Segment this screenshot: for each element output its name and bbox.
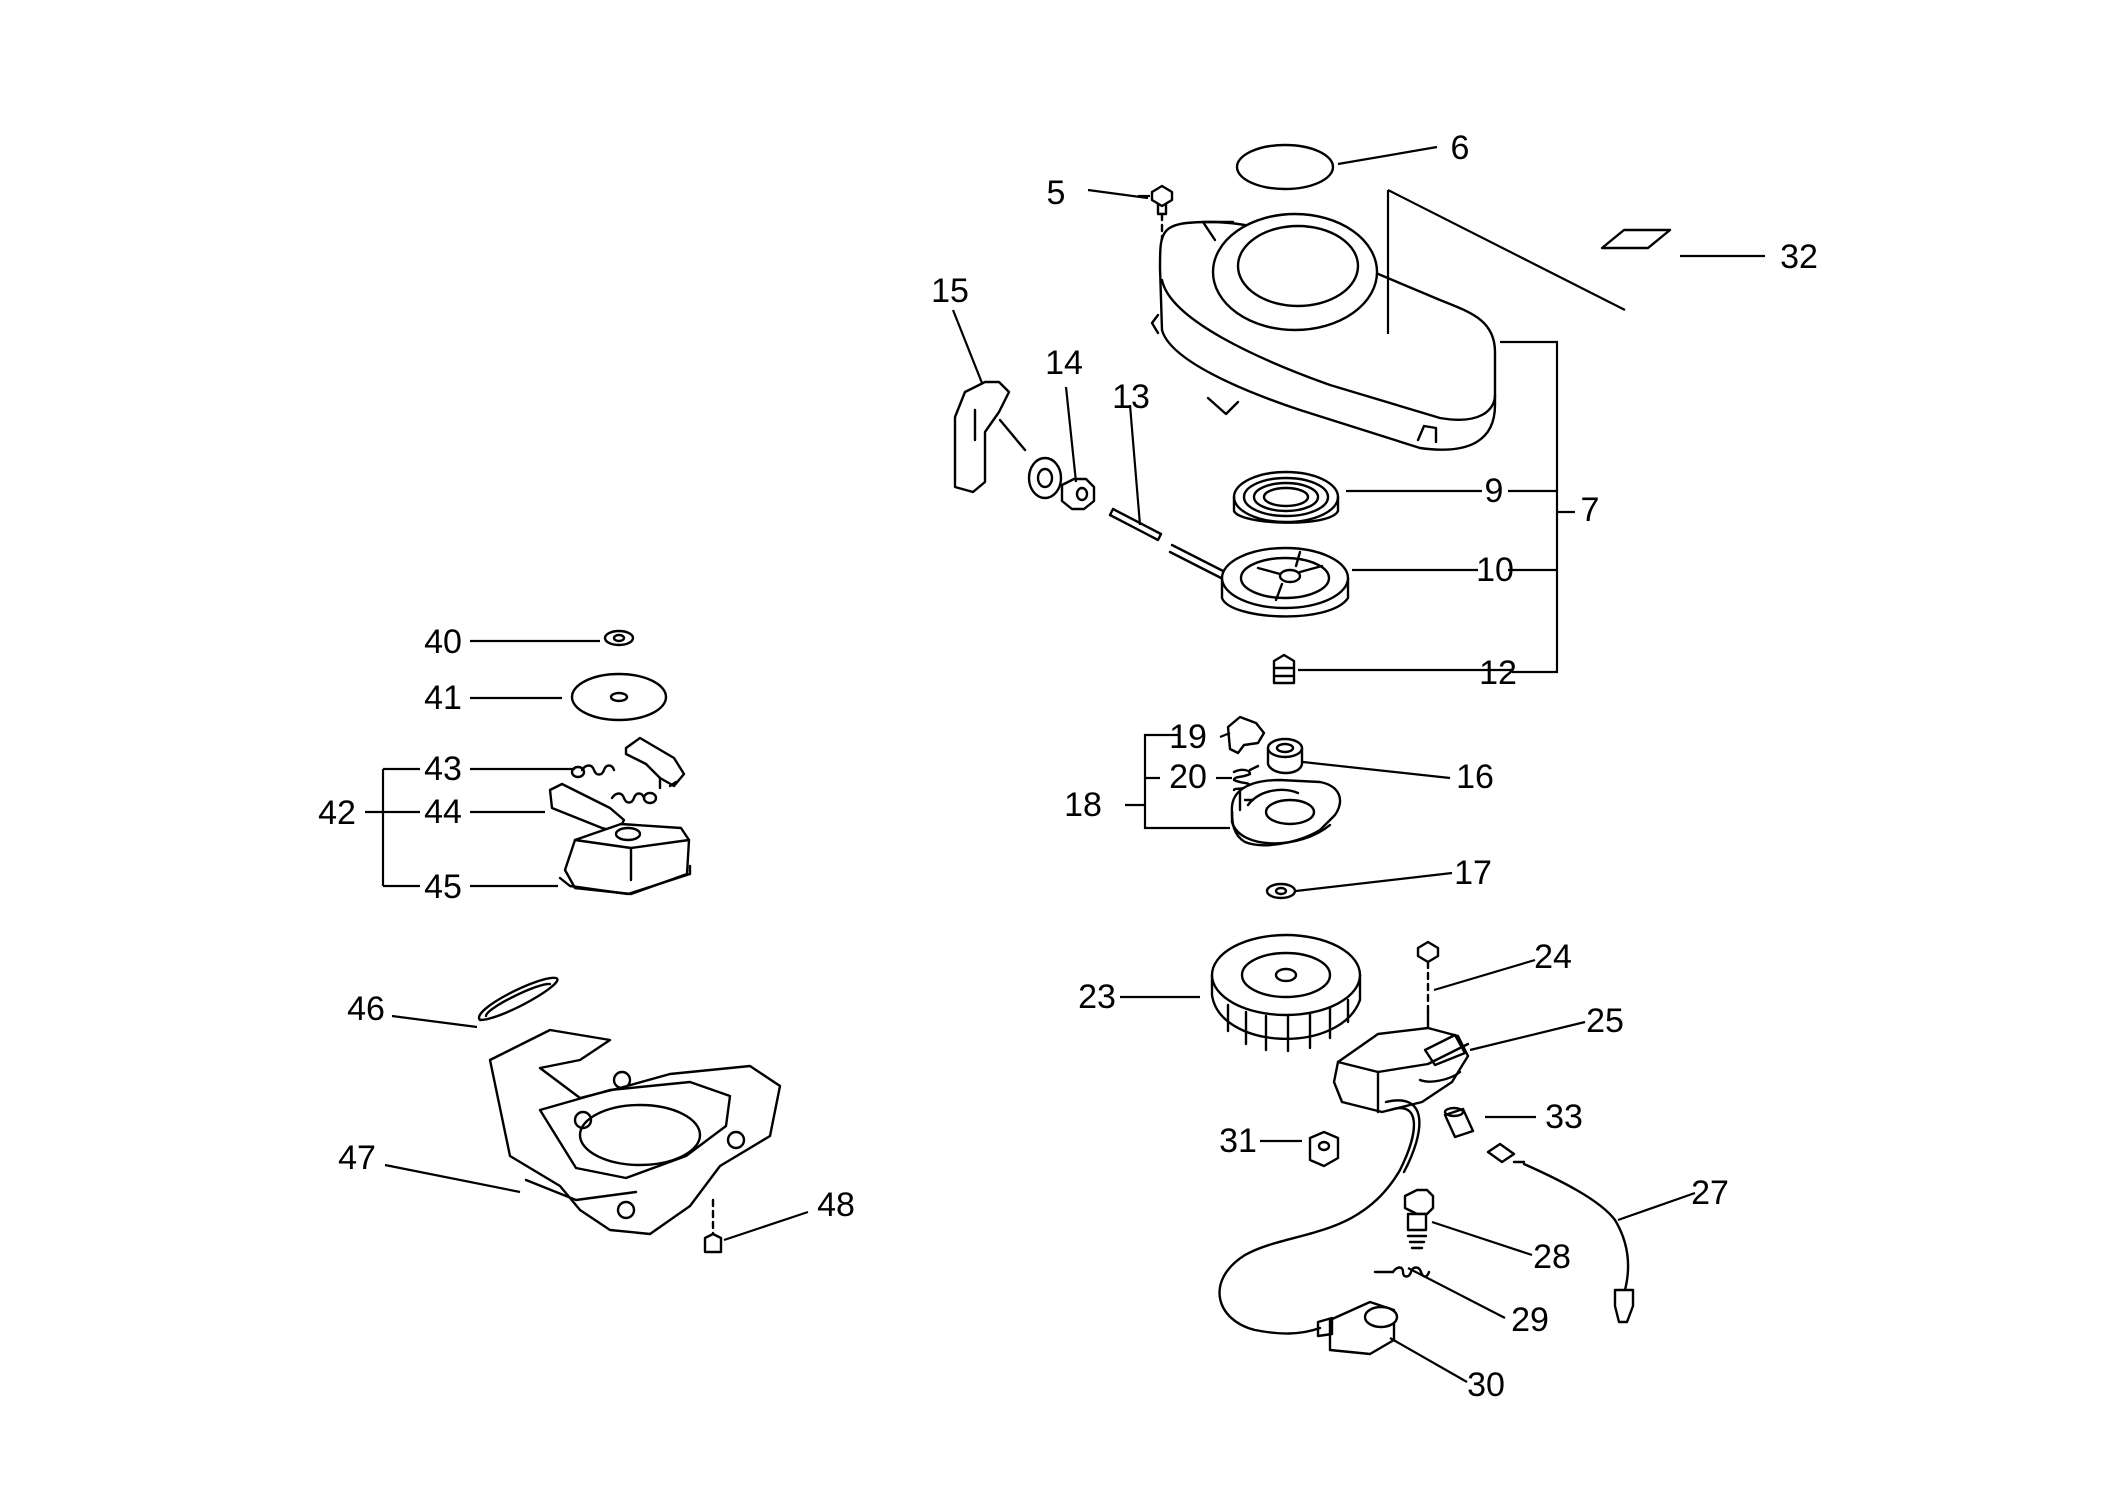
part-47-clutch-housing [488,1028,782,1236]
label-7: 7 [1581,491,1600,529]
label-48: 48 [817,1186,855,1224]
part-number-labels: 6 5 32 15 14 13 9 7 10 12 19 20 16 18 17… [318,129,1818,1404]
part-30-plug-cap [1316,1300,1399,1356]
label-42: 42 [318,794,356,832]
label-28: 28 [1533,1238,1571,1276]
part-40-washer [603,629,635,647]
part-14-bushing [1060,477,1096,511]
part-25-lead-wire [1218,1099,1421,1335]
label-33: 33 [1545,1098,1583,1136]
part-7-starter-housing [1150,212,1497,451]
part-23-flywheel [1210,933,1362,1053]
part-43-clutch-shoe [570,736,686,790]
label-43: 43 [424,750,462,788]
part-13-pin [1108,507,1163,542]
label-45: 45 [424,868,462,906]
part-19-pawl [1226,715,1266,755]
label-17: 17 [1454,854,1492,892]
label-14: 14 [1045,344,1083,382]
label-32: 32 [1780,238,1818,276]
part-16-nut [1266,737,1304,775]
label-16: 16 [1456,758,1494,796]
label-27: 27 [1691,1174,1729,1212]
part-12-screw [1272,653,1296,685]
label-19: 19 [1169,718,1207,756]
label-29: 29 [1511,1301,1549,1339]
part-32-label-plate [1600,228,1672,250]
part-6-cap-disc [1235,143,1335,191]
label-41: 41 [424,679,462,717]
label-31: 31 [1219,1122,1257,1160]
part-25-ignition-coil [1332,1026,1470,1114]
label-15: 15 [931,272,969,310]
label-40: 40 [424,623,462,661]
part-28-spark-plug [1403,1188,1435,1250]
label-46: 46 [347,990,385,1028]
label-24: 24 [1534,938,1572,976]
label-20: 20 [1169,758,1207,796]
part-31-clip [1308,1130,1340,1168]
label-9: 9 [1485,472,1504,510]
part-48-bolt [703,1198,723,1254]
part-46-gasket [477,976,559,1022]
label-6: 6 [1451,129,1470,167]
label-18: 18 [1064,786,1102,824]
label-5: 5 [1047,174,1066,212]
label-30: 30 [1467,1366,1505,1404]
part-27-stop-wire [1486,1142,1635,1324]
label-10: 10 [1476,551,1514,589]
label-44: 44 [424,793,462,831]
label-23: 23 [1078,978,1116,1016]
part-9-recoil-spring [1232,470,1340,524]
part-10-rope-reel [1168,543,1350,618]
label-47: 47 [338,1139,376,1177]
label-25: 25 [1586,1002,1624,1040]
part-41-plate [570,672,668,722]
part-17-washer [1265,882,1297,900]
label-13: 13 [1112,378,1150,416]
part-45-clutch-block [558,822,692,896]
part-33-pin [1443,1106,1475,1139]
leader-lines [365,145,1765,1383]
label-12: 12 [1479,654,1517,692]
part-15-starter-handle [953,380,1063,500]
part-18-pawl-carrier [1230,778,1342,847]
